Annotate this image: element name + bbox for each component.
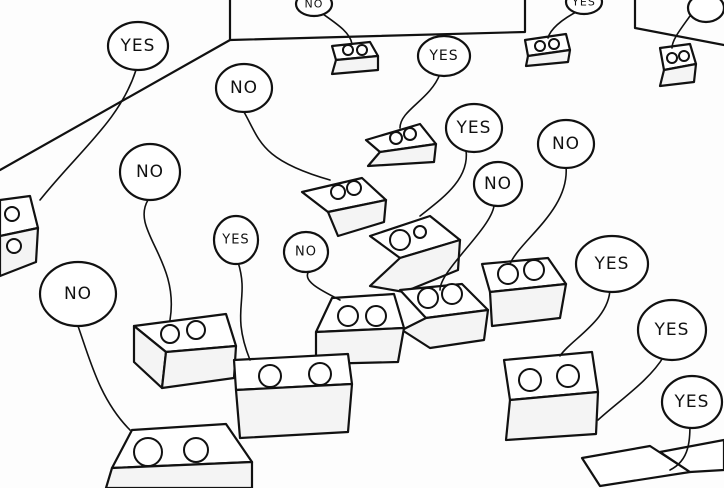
box-mid-1: [364, 122, 438, 168]
box-center-3: [398, 282, 490, 350]
balloon-label: YES: [654, 320, 690, 340]
balloon-yes-right: YES: [574, 234, 650, 294]
box-back-3: [658, 42, 698, 88]
balloon-no-left: NO: [118, 142, 182, 202]
box-left-edge: [0, 194, 40, 278]
balloon-label: NO: [484, 174, 512, 194]
balloon-label: YES: [428, 48, 458, 64]
balloon-no-far-left: NO: [38, 260, 118, 328]
balloon-no-right: NO: [536, 118, 596, 170]
box-center-1: [368, 214, 462, 294]
box-back-1: [330, 40, 380, 76]
balloon-label: NO: [230, 78, 258, 98]
balloon-yes-left-center: YES: [212, 214, 260, 266]
balloon-label: YES: [221, 233, 249, 248]
box-front-right: [502, 350, 600, 442]
box-bottom-left: [104, 422, 254, 488]
balloon-no-top: NO: [294, 0, 334, 18]
balloon-yes-top-right: YES: [564, 0, 604, 16]
box-mid-2: [300, 176, 388, 238]
balloon-label: NO: [295, 245, 317, 260]
balloon-yes-lower-right: YES: [636, 298, 708, 362]
balloon-yes-bottom-right: YES: [660, 374, 724, 430]
box-front-center: [232, 352, 354, 440]
balloon-label: NO: [64, 284, 92, 304]
balloon-label: YES: [674, 392, 710, 412]
balloon-yes-top-center: YES: [416, 34, 472, 78]
balloon-label: YES: [120, 36, 156, 56]
balloon-label: NO: [552, 134, 580, 154]
balloon-yes-center: YES: [444, 102, 504, 154]
box-center-2: [480, 256, 568, 328]
box-bottom-right: [580, 438, 724, 488]
balloon-yes-top-left: YES: [106, 20, 170, 72]
balloon-no-center: NO: [472, 160, 524, 208]
balloon-no-center-small: NO: [282, 230, 330, 274]
balloon-partial-top-right: [686, 0, 724, 24]
balloon-label: NO: [136, 162, 164, 182]
balloon-label: YES: [456, 118, 492, 138]
balloons: NO YES YES NO YES NO: [38, 0, 724, 430]
balloon-label: NO: [305, 0, 324, 11]
room-outline: [0, 0, 724, 172]
balloon-no-upper-left: NO: [214, 62, 274, 114]
balloon-label: YES: [571, 0, 596, 9]
box-left-mid: [132, 312, 238, 390]
box-back-2: [523, 32, 572, 68]
box-center-4: [314, 292, 406, 366]
balloon-label: YES: [594, 254, 630, 274]
